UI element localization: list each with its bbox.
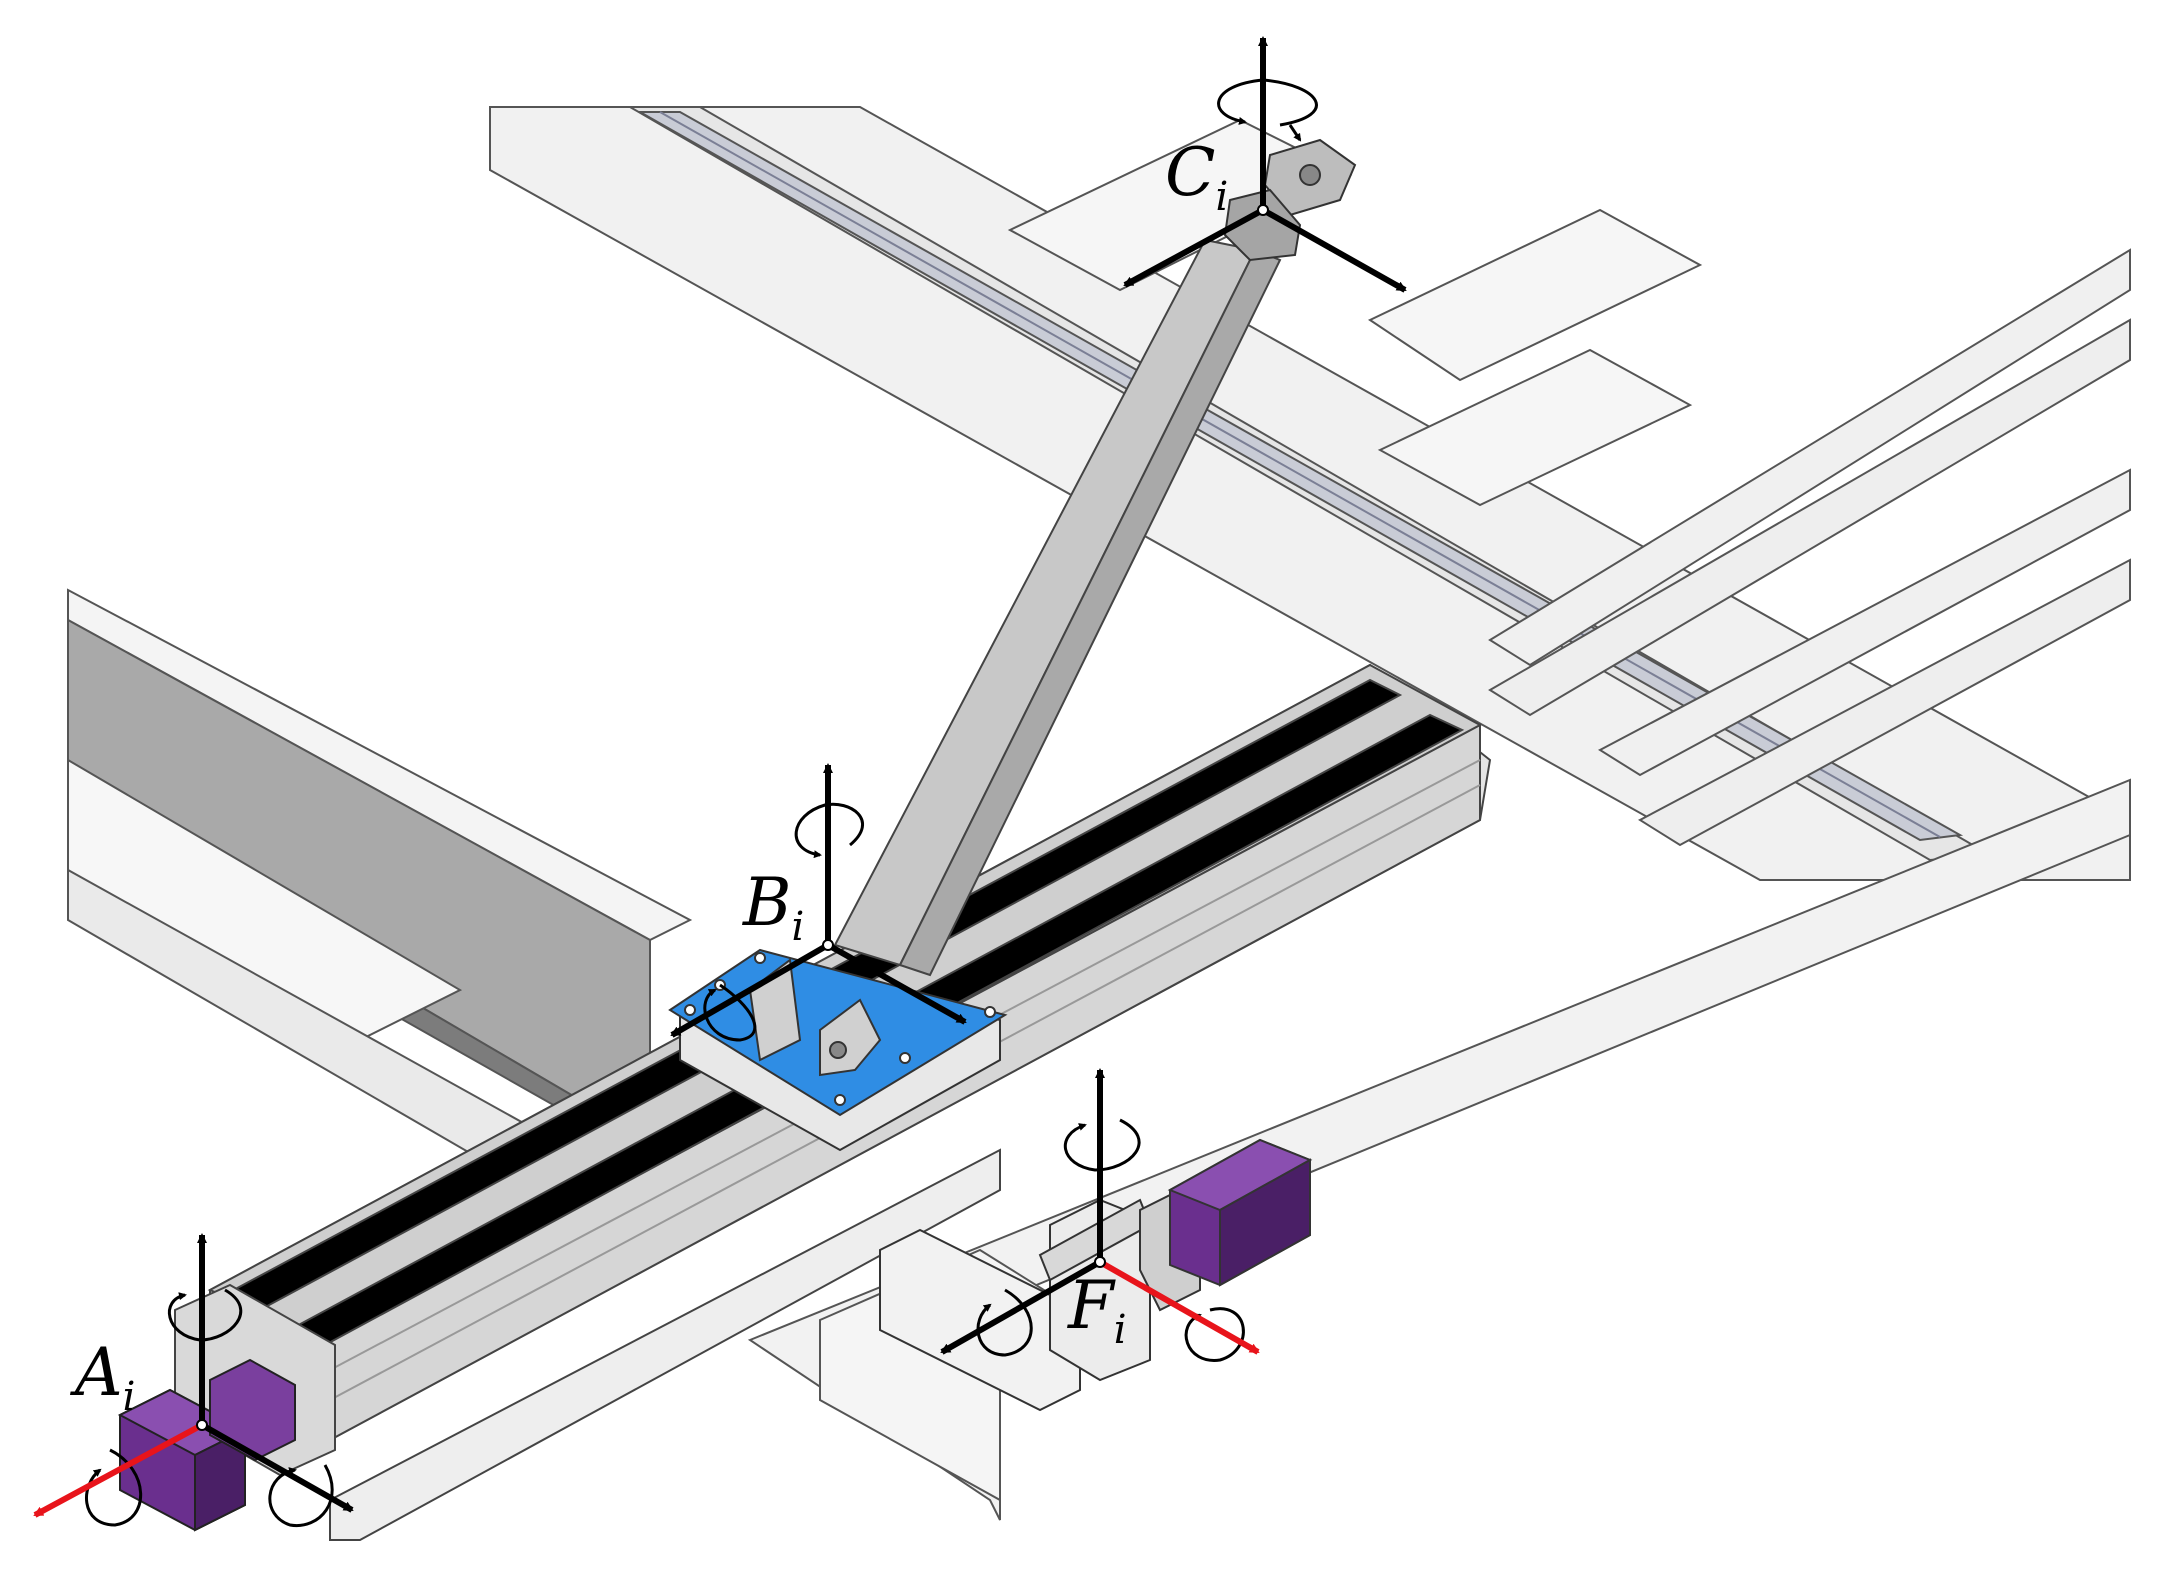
c-rotation-arrow <box>1217 78 1318 127</box>
a-rotation-arrow-y <box>268 1464 334 1528</box>
frame-c-axes <box>1123 36 1407 293</box>
link-bar-side <box>898 248 1282 977</box>
a-rotation-arrow-z <box>167 1288 243 1342</box>
motor-f-end <box>1219 1158 1311 1287</box>
frame-label-c: Ci <box>1165 134 1228 220</box>
upper-plate-2 <box>1367 208 1703 382</box>
end-bracket <box>329 1148 1001 1541</box>
frame-a-axes <box>85 1233 354 1528</box>
c-axis-x <box>1123 207 1265 288</box>
a-rotation-arrow-red <box>85 1448 143 1527</box>
a-axis-y <box>200 1422 354 1513</box>
right-rail-2 <box>1488 318 2131 717</box>
b-axis-x <box>670 942 830 1038</box>
b-rotation-arrow-z <box>794 802 864 859</box>
a-axis-red <box>33 1422 204 1518</box>
f-rotation-arrow-z <box>1063 1118 1141 1172</box>
right-rail-3 <box>1597 468 2131 777</box>
b-rotation-arrow-x <box>703 983 757 1042</box>
f-axis-red <box>1098 1259 1260 1355</box>
upper-guide-rail <box>636 111 1964 842</box>
f-rotation-arrow-x <box>976 1288 1033 1357</box>
right-rail-4 <box>1637 558 2131 847</box>
c-axis-y <box>1261 207 1407 293</box>
c-rotation-arrow-2 <box>1288 124 1302 142</box>
gearbox-a <box>209 1358 296 1462</box>
f-axis-x <box>940 1259 1102 1355</box>
frame-label-a: Ai <box>69 1334 135 1420</box>
b-axis-y <box>826 942 967 1025</box>
frame-b-axes <box>670 763 967 1042</box>
frame-label-f: Fi <box>1067 1267 1127 1353</box>
f-rotation-arrow-red <box>1184 1307 1245 1362</box>
frame-label-b: Bi <box>742 864 804 950</box>
right-rail-1 <box>1488 248 2131 667</box>
joint-c-bracket <box>1223 188 1302 262</box>
upper-plate-3 <box>1377 348 1693 507</box>
link-bar <box>833 238 1282 977</box>
motor-a <box>117 1358 296 1532</box>
frame-f-axes <box>940 1068 1245 1362</box>
